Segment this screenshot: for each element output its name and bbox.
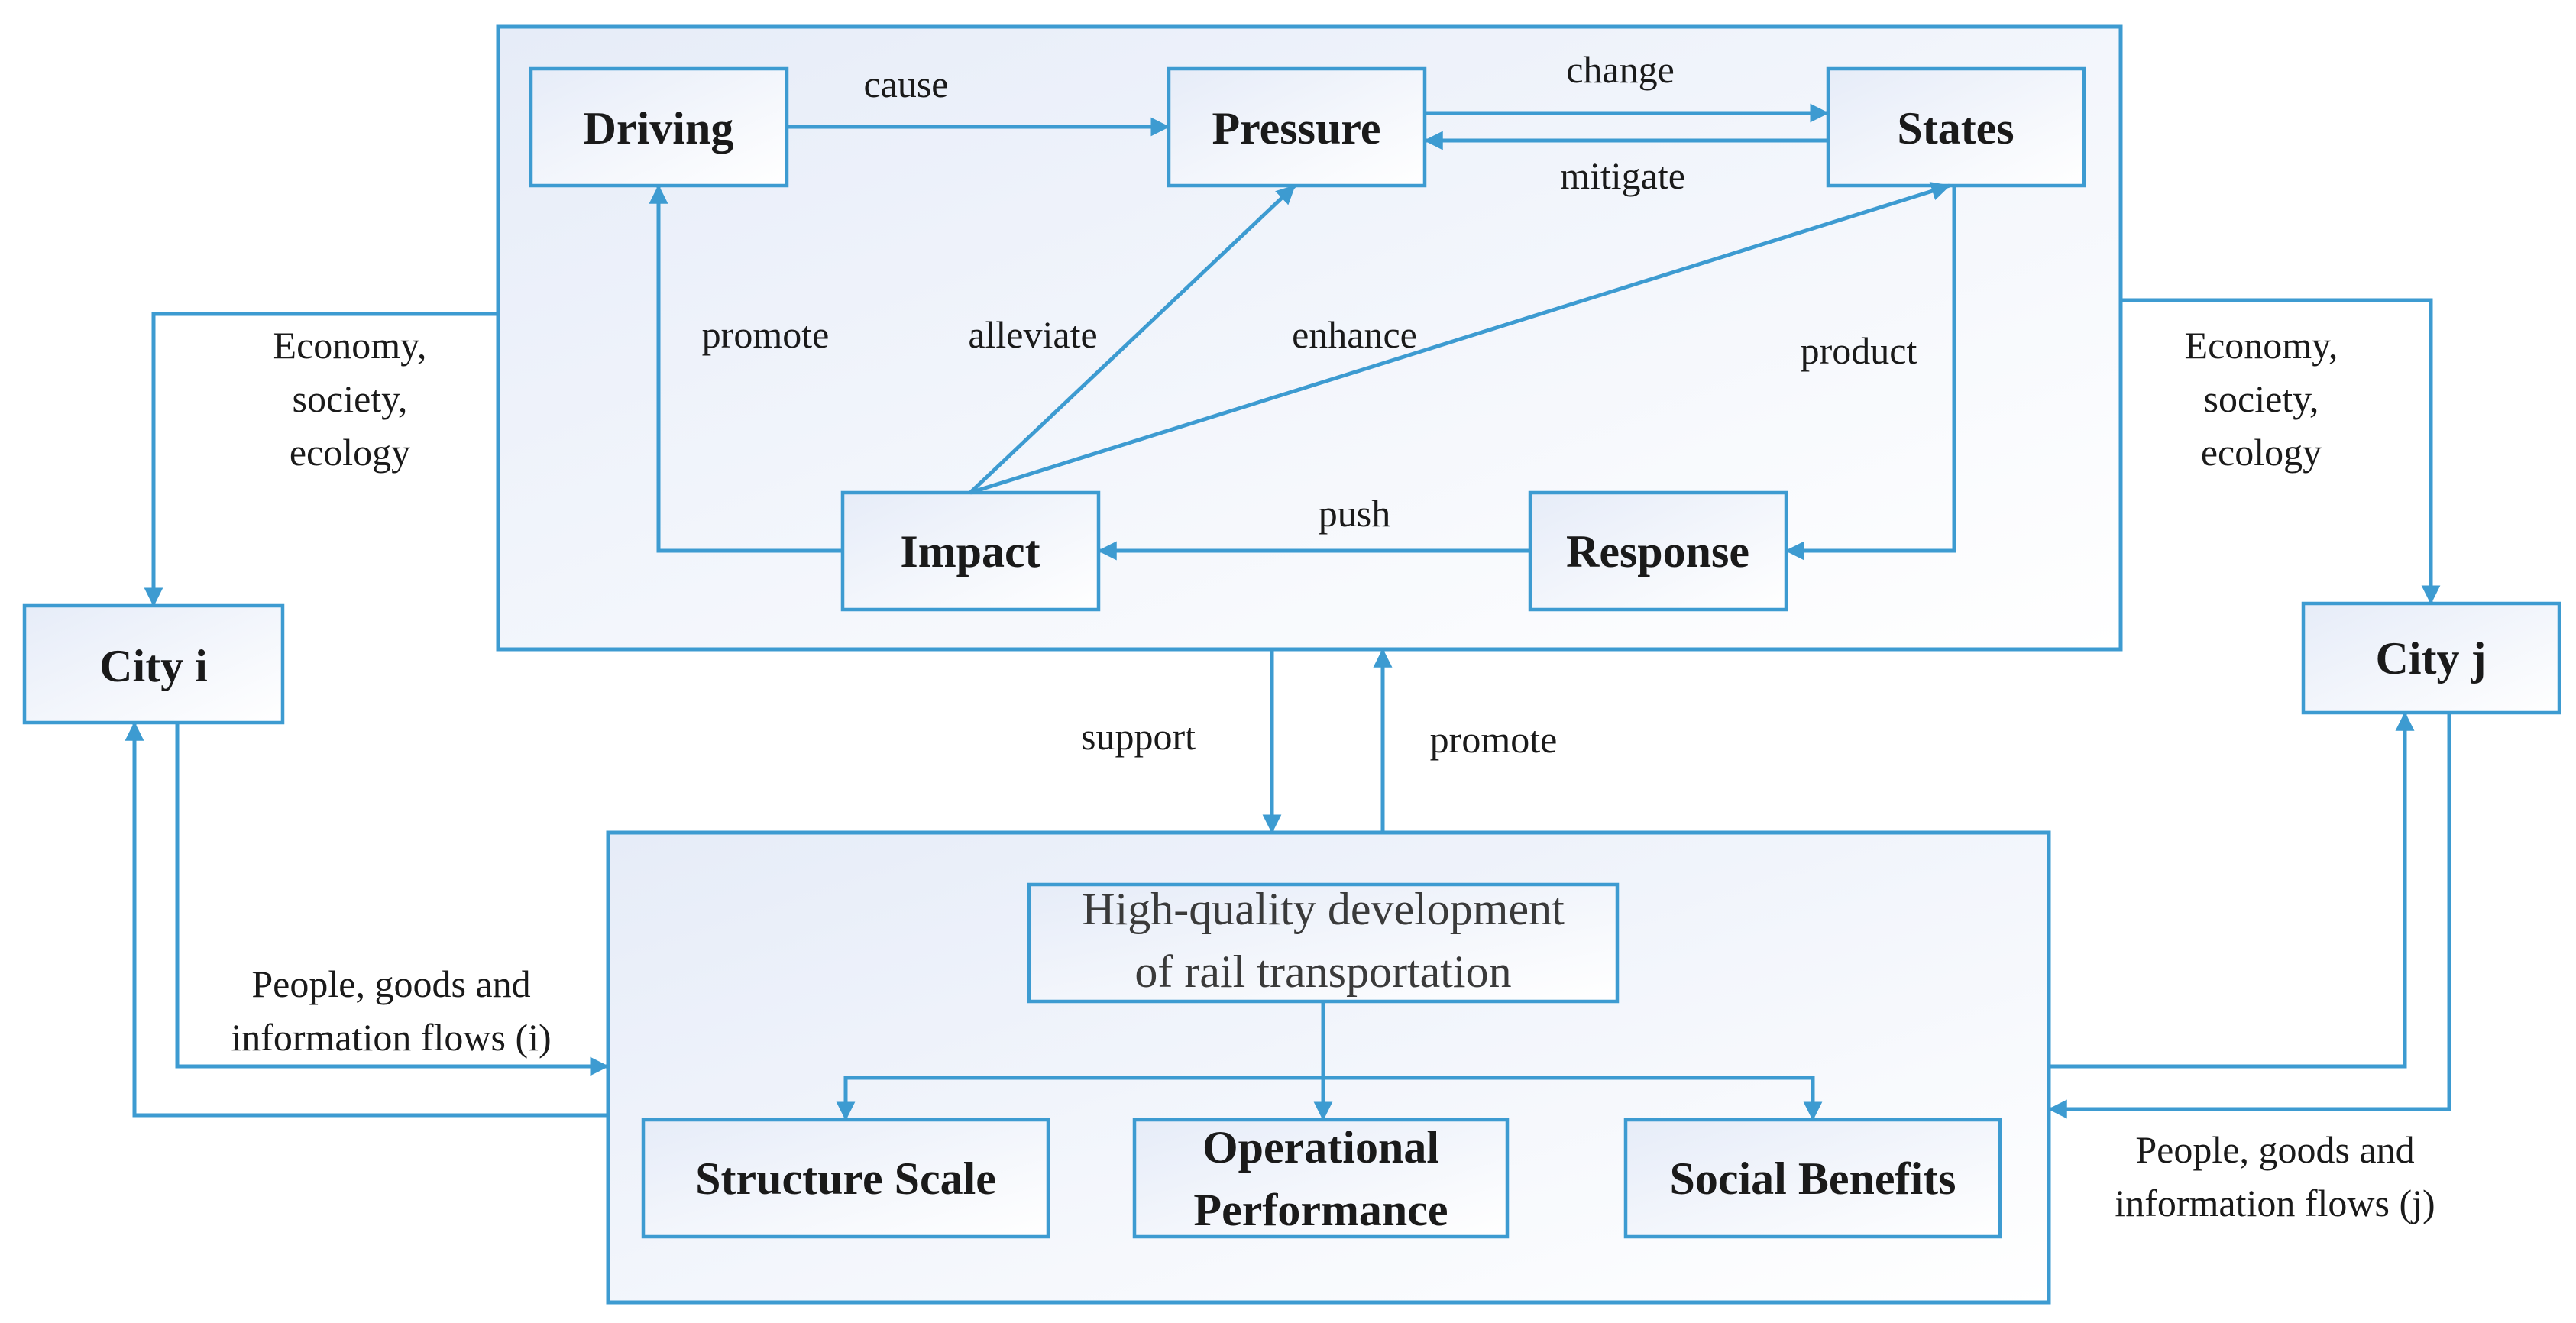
left-dims-label-2: society, <box>293 377 408 420</box>
alleviate-label: alleviate <box>968 313 1097 356</box>
cause-label: cause <box>863 63 948 105</box>
response-label: Response <box>1566 526 1749 577</box>
right-dims-label-2: society, <box>2204 377 2319 420</box>
flows-i-label-2: information flows (i) <box>231 1016 551 1059</box>
support-label: support <box>1081 715 1196 758</box>
push-label: push <box>1319 492 1390 535</box>
hq-rail-box <box>1027 882 1620 1004</box>
hq-rail-label-line1: High-quality development <box>1082 884 1565 934</box>
flows-j-arrow <box>2047 713 2451 1119</box>
social-benefits-box <box>1623 1118 2002 1239</box>
rail-to-city-i-arrow <box>125 721 608 1118</box>
driving-box <box>529 66 789 188</box>
driving-label: Driving <box>584 103 734 154</box>
operational-performance-label-line2: Performance <box>1193 1185 1448 1235</box>
pressure-label: Pressure <box>1212 103 1380 154</box>
left-dims-label-3: ecology <box>290 431 410 474</box>
city-i-box <box>22 603 285 725</box>
states-label: States <box>1897 103 2014 154</box>
hq-rail-label-line2: of rail transportation <box>1134 946 1511 997</box>
promote-top-label: promote <box>702 313 830 356</box>
flows-i-label-1: People, goods and <box>251 962 530 1005</box>
response-box <box>1528 490 1788 612</box>
city-j-label: City j <box>2376 633 2487 684</box>
right-dims-label-3: ecology <box>2201 431 2322 474</box>
rail-to-city-j-arrow <box>2049 711 2415 1069</box>
social-benefits-label: Social Benefits <box>1670 1153 1956 1204</box>
right-dims-arrow <box>2121 298 2441 605</box>
hq-to-social-arrow <box>1323 1076 1823 1121</box>
structure-scale-box <box>641 1118 1050 1239</box>
promote-driving-arrow <box>649 184 843 553</box>
structure-scale-label: Structure Scale <box>695 1153 996 1204</box>
change-label: change <box>1566 48 1675 91</box>
operational-performance-label-line1: Operational <box>1202 1122 1439 1173</box>
product-label: product <box>1801 329 1917 372</box>
impact-label: Impact <box>900 526 1040 577</box>
flows-j-label-2: information flows (j) <box>2115 1182 2435 1224</box>
alleviate-arrow <box>969 184 1296 494</box>
enhance-arrow <box>969 182 1951 495</box>
left-dims-arrow <box>144 312 498 607</box>
hq-to-structure-arrow <box>836 1076 1323 1121</box>
city-i-label: City i <box>99 641 208 691</box>
flows-i-arrow <box>175 723 610 1076</box>
city-j-box <box>2301 601 2561 715</box>
operational-performance-box <box>1132 1118 1510 1239</box>
enhance-label: enhance <box>1292 313 1417 356</box>
flows-j-label-1: People, goods and <box>2135 1128 2414 1171</box>
promote-mid-label: promote <box>1430 718 1558 761</box>
pressure-box <box>1167 66 1427 188</box>
product-arrow <box>1785 186 1956 561</box>
mitigate-label: mitigate <box>1560 154 1685 197</box>
right-dims-label-1: Economy, <box>2185 324 2338 367</box>
left-dims-label-1: Economy, <box>273 324 427 367</box>
